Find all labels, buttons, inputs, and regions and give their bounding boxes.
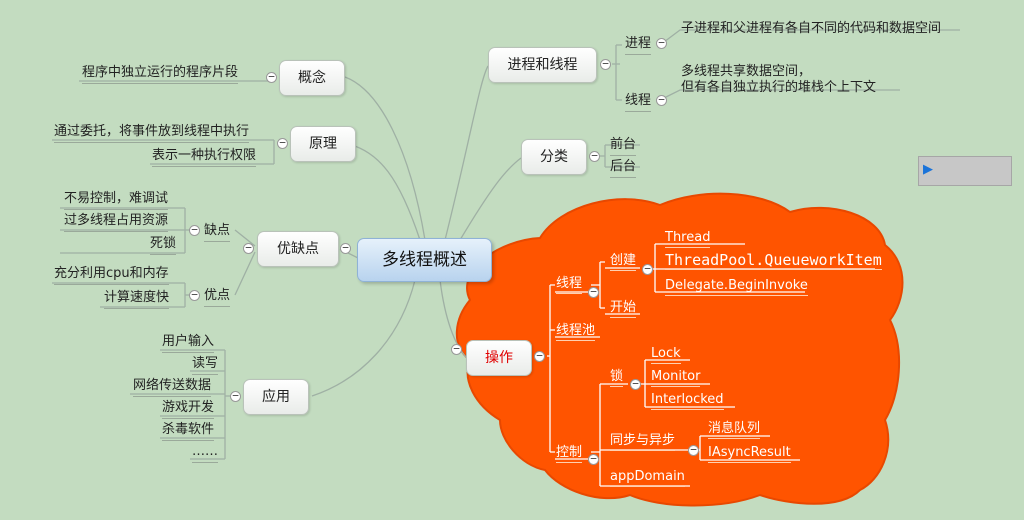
collapse-toggle-principle[interactable]: − — [277, 137, 288, 149]
collapse-toggle-pros[interactable]: − — [189, 289, 200, 301]
cons-item-1: 不易控制，难调试 — [64, 190, 169, 210]
category-item-2: 后台 — [610, 158, 637, 178]
collapse-toggle-sync[interactable]: − — [688, 444, 699, 456]
operation-cloud — [455, 192, 904, 507]
cons-item-2: 过多线程占用资源 — [64, 212, 169, 232]
collapse-toggle-pros-cons-left[interactable]: − — [243, 242, 254, 254]
cons-label[interactable]: 缺点 — [204, 222, 231, 242]
appdomain-label: appDomain — [610, 468, 685, 487]
create-item-delegate: Delegate.BeginInvoke — [665, 277, 808, 296]
thread-desc-1: 多线程共享数据空间， — [681, 64, 812, 79]
collapse-toggle-concept[interactable]: − — [266, 71, 277, 83]
play-arrow-icon[interactable]: ▶ — [923, 162, 933, 177]
process-label[interactable]: 进程 — [625, 35, 652, 55]
node-operation[interactable]: 操作 — [466, 340, 532, 376]
root-node[interactable]: 多线程概述 — [357, 238, 492, 282]
concept-item: 程序中独立运行的程序片段 — [82, 64, 239, 84]
apps-item-4: 游戏开发 — [162, 399, 215, 419]
process-desc: 子进程和父进程有各自不同的代码和数据空间 — [681, 21, 942, 36]
node-category[interactable]: 分类 — [521, 139, 587, 175]
collapse-toggle-operation-left[interactable]: − — [451, 343, 462, 355]
apps-item-5: 杀毒软件 — [162, 421, 215, 441]
node-pros-cons[interactable]: 优缺点 — [257, 231, 339, 267]
node-principle[interactable]: 原理 — [290, 126, 356, 162]
principle-item-1: 通过委托，将事件放到线程中执行 — [54, 123, 250, 143]
category-item-1: 前台 — [610, 136, 637, 156]
collapse-toggle-thread[interactable]: − — [656, 94, 667, 106]
sync-item-iasyncresult: IAsyncResult — [708, 444, 791, 463]
start-label: 开始 — [610, 299, 637, 318]
sync-label[interactable]: 同步与异步 — [610, 432, 676, 451]
cons-item-3: 死锁 — [150, 235, 177, 255]
thread-pool-label[interactable]: 线程池 — [556, 322, 596, 341]
collapse-toggle-operation[interactable]: − — [534, 350, 545, 362]
collapse-toggle-category[interactable]: − — [589, 150, 600, 162]
apps-item-2: 读写 — [192, 355, 219, 375]
node-concept[interactable]: 概念 — [279, 60, 345, 96]
lock-item-monitor: Monitor — [651, 368, 701, 387]
create-item-threadpool: ThreadPool.QueueworkItem — [665, 251, 882, 270]
node-apps[interactable]: 应用 — [243, 379, 309, 415]
lock-item-lock: Lock — [651, 345, 681, 364]
principle-item-2: 表示一种执行权限 — [152, 147, 257, 167]
create-item-thread: Thread — [665, 229, 711, 248]
pros-item-1: 充分利用cpu和内存 — [54, 265, 169, 285]
control-label[interactable]: 控制 — [556, 444, 583, 463]
op-thread-label[interactable]: 线程 — [556, 275, 583, 294]
collapse-toggle-process-thread[interactable]: − — [600, 58, 611, 70]
lock-label[interactable]: 锁 — [610, 368, 624, 387]
collapse-toggle-process[interactable]: − — [656, 37, 667, 49]
collapse-toggle-apps[interactable]: − — [230, 390, 241, 402]
thread-desc-2: 但有各自独立执行的堆栈个上下文 — [681, 80, 877, 95]
collapse-toggle-lock[interactable]: − — [630, 378, 641, 390]
apps-item-6: …… — [192, 443, 218, 463]
connector-lines — [52, 29, 960, 460]
apps-item-3: 网络传送数据 — [133, 377, 212, 397]
collapse-toggle-control[interactable]: − — [588, 453, 599, 465]
create-label[interactable]: 创建 — [610, 252, 637, 271]
sync-item-queue: 消息队列 — [708, 420, 761, 439]
pros-item-2: 计算速度快 — [104, 289, 170, 309]
apps-item-1: 用户输入 — [162, 333, 215, 353]
collapse-toggle-create[interactable]: − — [642, 263, 653, 275]
pros-label[interactable]: 优点 — [204, 287, 231, 307]
scroll-widget[interactable]: ▶ — [918, 156, 1012, 186]
thread-label[interactable]: 线程 — [625, 92, 652, 112]
collapse-toggle-pros-cons[interactable]: − — [340, 242, 351, 254]
lock-item-interlocked: Interlocked — [651, 391, 724, 410]
node-process-thread[interactable]: 进程和线程 — [488, 47, 597, 83]
collapse-toggle-op-thread[interactable]: − — [588, 286, 599, 298]
collapse-toggle-cons[interactable]: − — [189, 224, 200, 236]
